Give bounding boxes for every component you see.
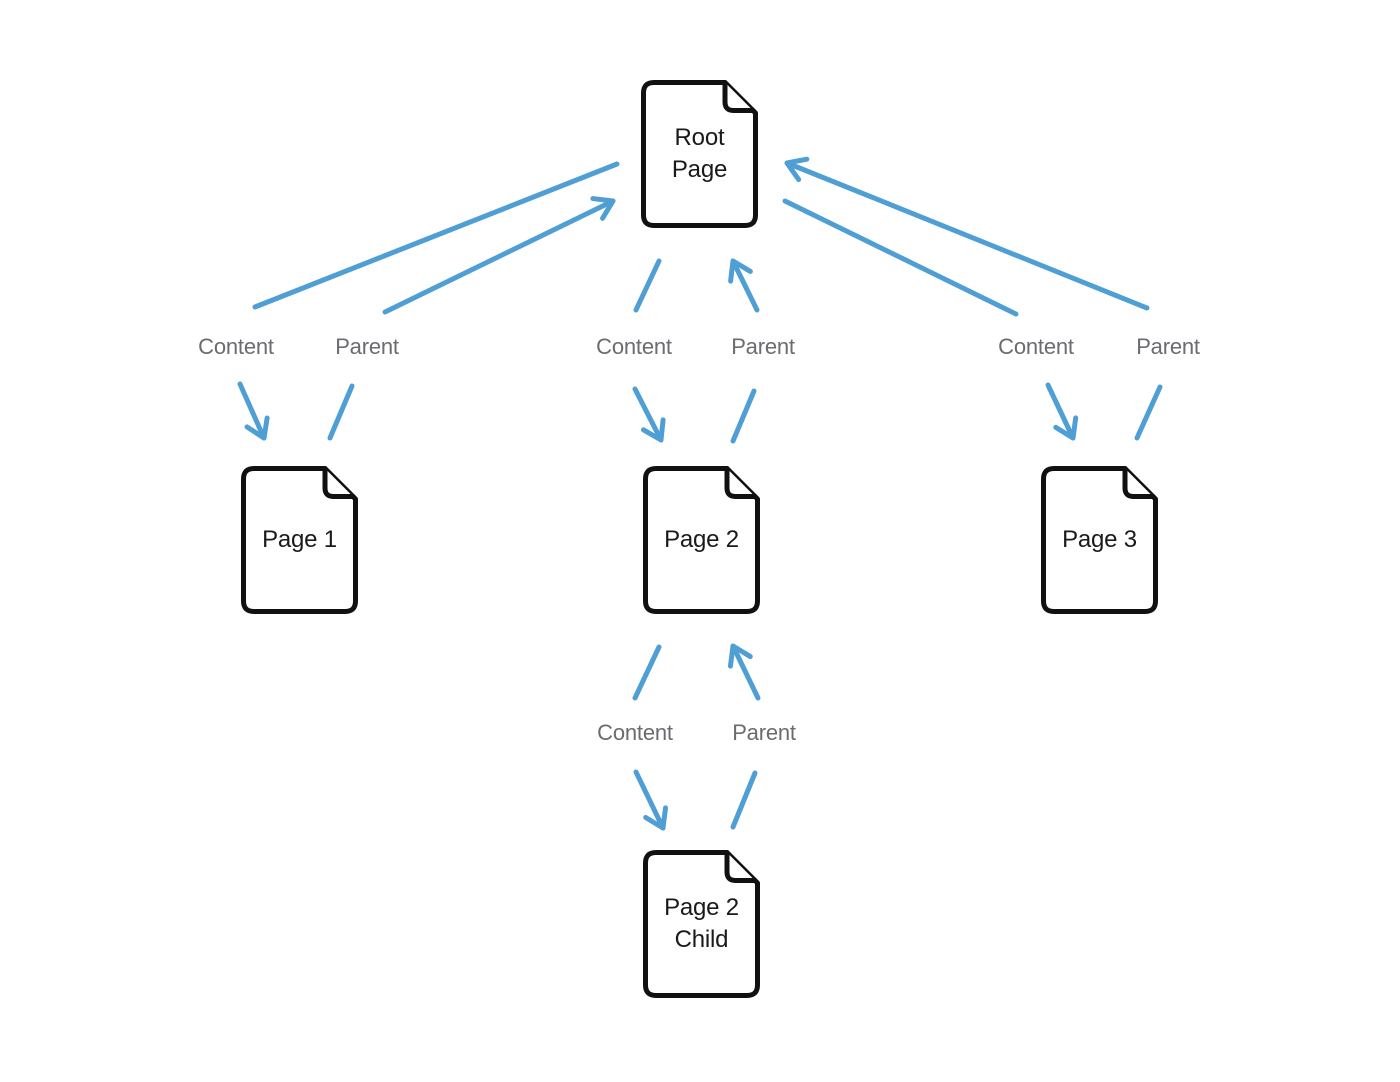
document-icon — [641, 80, 758, 228]
arrow-parent-page1-to-root-lower — [327, 383, 355, 441]
arrow-parent-page2-to-root-lower — [730, 388, 757, 444]
arrow-content-page2-to-child-lower — [633, 769, 669, 831]
node-label-page-2: Page 2 — [664, 526, 739, 553]
arrow-parent-child-to-page2-lower — [730, 770, 758, 830]
arrow-parent-page2-to-root-upper — [728, 258, 760, 313]
arrow-content-root-to-page1-upper — [252, 161, 620, 310]
edge-label-content-page2-child: Content — [597, 720, 673, 745]
document-icon — [241, 466, 358, 614]
edge-label-content-root-page3: Content — [998, 334, 1074, 359]
arrow-parent-page1-to-root-upper — [382, 196, 616, 315]
arrow-content-root-to-page1-lower — [237, 381, 270, 441]
node-label-page-3: Page 3 — [1062, 526, 1137, 553]
node-root-page: Root Page — [641, 80, 758, 228]
node-page-2-child: Page 2 Child — [643, 850, 760, 998]
arrow-content-root-to-page2-upper — [633, 258, 662, 313]
node-page-1: Page 1 — [241, 466, 358, 614]
arrow-parent-child-to-page2-upper — [727, 643, 761, 701]
node-label-page-2-child: Page 2 Child — [664, 894, 739, 953]
edge-label-parent-page2-root: Parent — [731, 334, 795, 359]
document-icon — [643, 466, 760, 614]
document-icon — [1041, 466, 1158, 614]
arrow-content-root-to-page2-lower — [632, 386, 666, 443]
document-icon — [643, 850, 760, 998]
arrow-parent-page3-to-root-lower — [1134, 384, 1163, 441]
edge-label-parent-page3-root: Parent — [1136, 334, 1200, 359]
node-page-3: Page 3 — [1041, 466, 1158, 614]
node-label-page-1: Page 1 — [262, 526, 337, 553]
edge-label-parent-child-page2: Parent — [732, 720, 796, 745]
arrow-content-root-to-page3-lower — [1045, 382, 1079, 441]
node-page-2: Page 2 — [643, 466, 760, 614]
node-label-root-page: Root Page — [671, 124, 728, 183]
edge-label-parent-page1-root: Parent — [335, 334, 399, 359]
edge-label-content-root-page1: Content — [198, 334, 274, 359]
edge-label-content-root-page2: Content — [596, 334, 672, 359]
arrow-content-root-to-page3-upper — [782, 198, 1019, 317]
arrow-content-page2-to-child-upper — [632, 644, 662, 701]
arrow-parent-page3-to-root-upper — [784, 156, 1150, 311]
